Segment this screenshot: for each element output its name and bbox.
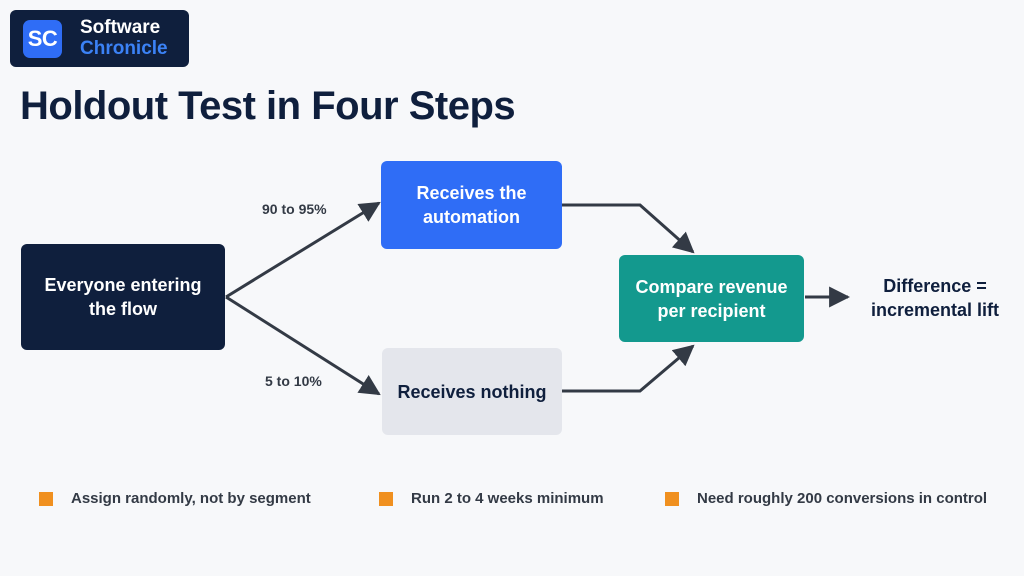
tip-item: Run 2 to 4 weeks minimum (379, 490, 604, 507)
node-everyone: Everyone entering the flow (21, 244, 225, 350)
brand-name-line2: Chronicle (80, 38, 168, 59)
brand-logo: SC Software Chronicle (10, 10, 189, 67)
tip-item: Need roughly 200 conversions in control (665, 490, 987, 507)
tip-item: Assign randomly, not by segment (39, 490, 311, 507)
node-everyone-label: Everyone entering the flow (44, 275, 202, 319)
node-treatment: Receives the automation (381, 161, 562, 249)
page-title: Holdout Test in Four Steps (20, 84, 516, 128)
edge-label-treatment-share: 90 to 95% (262, 201, 327, 217)
arrow-start-to-treatment (225, 201, 381, 299)
tip-text: Run 2 to 4 weeks minimum (411, 490, 604, 507)
node-compare: Compare revenue per recipient (619, 255, 804, 342)
edge-label-holdout-share: 5 to 10% (265, 373, 322, 389)
tip-text: Assign randomly, not by segment (71, 490, 311, 507)
node-compare-label: Compare revenue per recipient (635, 276, 788, 321)
node-holdout-label: Receives nothing (397, 381, 547, 402)
result-text: Difference = incremental lift (870, 276, 1000, 320)
brand-badge: SC (23, 20, 62, 58)
arrow-holdout-to-compare (562, 344, 695, 393)
arrow-start-to-holdout (225, 295, 381, 396)
orange-square-icon (665, 491, 679, 506)
node-treatment-label: Receives the automation (416, 183, 527, 227)
brand-name-line1: Software (80, 17, 161, 38)
orange-square-icon (39, 491, 53, 506)
arrow-treatment-to-compare (562, 203, 695, 254)
tip-text: Need roughly 200 conversions in control (697, 490, 988, 507)
orange-square-icon (379, 491, 393, 506)
node-holdout: Receives nothing (382, 348, 562, 435)
